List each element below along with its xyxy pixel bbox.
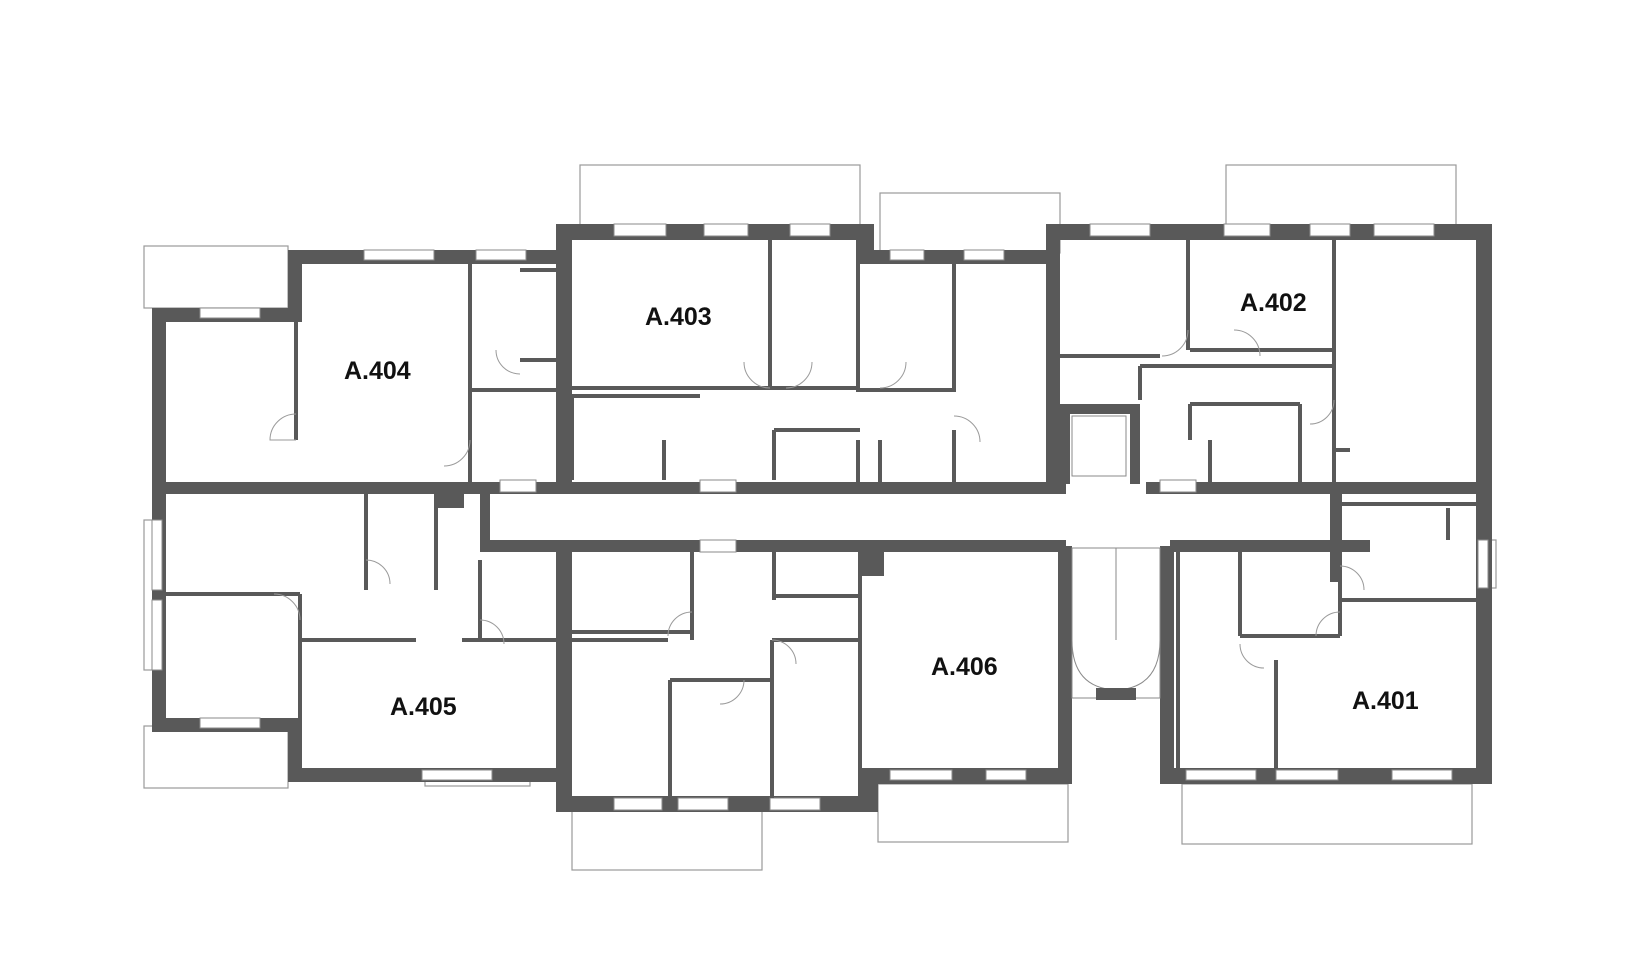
interior-walls [166,240,1476,798]
balcony-a402 [1225,164,1457,228]
balcony-bottom-center [571,803,763,871]
unit-label-a406: A.406 [931,653,998,681]
balcony-a403 [579,164,861,228]
unit-label-a405: A.405 [390,693,457,721]
door-swings [269,329,1365,705]
unit-label-a402: A.402 [1240,289,1307,317]
unit-labels: A.404 A.403 A.402 A.405 A.406 A.401 [344,289,1419,721]
unit-label-a404: A.404 [344,357,411,385]
unit-label-a403: A.403 [645,303,712,331]
balcony-a401 [1181,783,1473,845]
balcony-a406 [877,783,1069,843]
unit-label-a401: A.401 [1352,687,1419,715]
corridor [152,479,1492,582]
balconies [143,164,1497,871]
balcony-center-top [879,192,1061,254]
balcony-a405-left [143,725,289,789]
balcony-a404 [143,245,289,309]
windows [151,223,1489,811]
